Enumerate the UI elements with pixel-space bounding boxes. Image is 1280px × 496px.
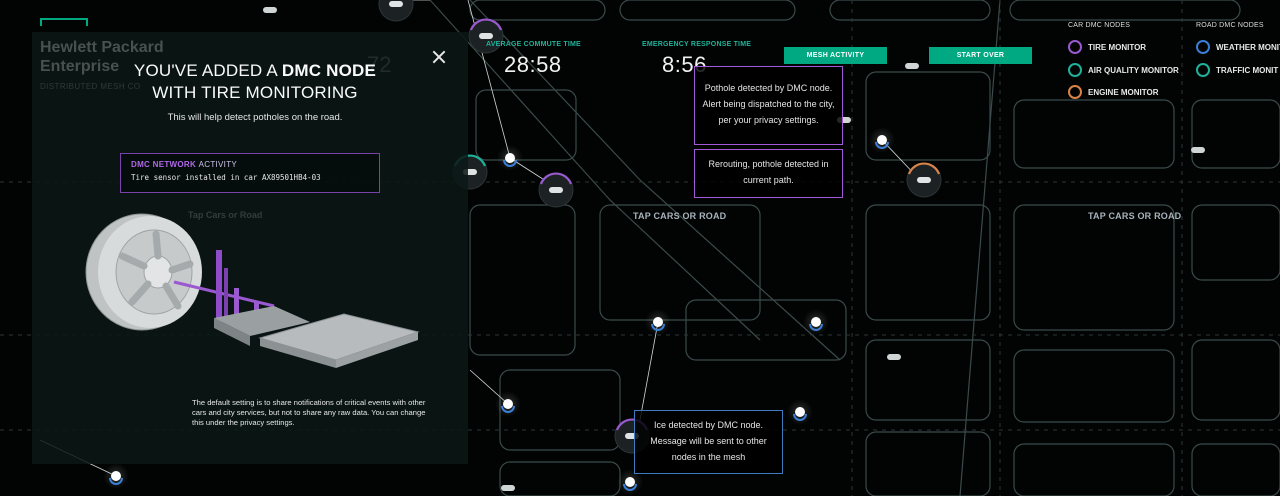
node-ring [623, 483, 637, 491]
legend-traffic-monitor[interactable]: Traffic Monit [1196, 63, 1278, 77]
ghost-metric: 72 [367, 52, 392, 77]
legend-weather-monitor[interactable]: Weather Monit [1196, 40, 1280, 54]
dmc-nodes [103, 127, 895, 495]
city-block [865, 204, 991, 321]
car-node-ring [907, 162, 941, 175]
node-ring [875, 141, 889, 149]
city-block [865, 431, 991, 496]
modal-title: You've added a DMC Node with tire monito… [133, 61, 377, 102]
car-node-halo [378, 0, 414, 22]
city-block [1013, 443, 1175, 496]
mesh-link [639, 321, 659, 421]
city-block [829, 0, 991, 21]
node-ring [793, 413, 807, 421]
activity-message: Tire sensor installed in car AX89501HB4-… [131, 173, 321, 182]
curved-road-edge [959, 0, 1001, 496]
road-node-dot [625, 477, 635, 487]
reroute-alert: Rerouting, pothole detected in current p… [694, 149, 843, 198]
emergency-time-label: Emergency Response Time [642, 41, 752, 48]
city-block [865, 71, 991, 161]
road-node-dot [653, 317, 663, 327]
tire-ring-icon [1068, 40, 1082, 54]
diagonal-road-edge [469, 0, 841, 361]
ghost-tap-label: Tap Cars or Road [188, 210, 263, 220]
brand-subtitle: Distributed Mesh Co [40, 82, 141, 91]
activity-heading: DMC Network Activity [131, 160, 238, 169]
road-node-dot [877, 135, 887, 145]
city-block [499, 461, 621, 496]
pothole-alert: Pothole detected by DMC node. Alert bein… [694, 66, 843, 145]
legend-tire-monitor[interactable]: Tire Monitor [1068, 40, 1146, 54]
node-ring [503, 159, 517, 167]
city-block [865, 339, 991, 421]
car-node-ring [469, 18, 503, 31]
car [389, 1, 403, 7]
city-block [1191, 339, 1280, 421]
legend-engine-monitor[interactable]: Engine Monitor [1068, 85, 1159, 99]
road-node-dot [503, 399, 513, 409]
city-block [1191, 99, 1280, 169]
city-block [619, 0, 796, 21]
city-block [1191, 204, 1280, 281]
weather-ring-icon [1196, 40, 1210, 54]
node-ring [109, 477, 123, 485]
modal-subtitle: This will help detect potholes on the ro… [167, 112, 343, 123]
commute-time-value: 28:58 [504, 52, 562, 77]
car-node-ring [539, 172, 573, 185]
hpe-logo-bar [40, 18, 88, 26]
road-node-dot [795, 407, 805, 417]
car [905, 63, 919, 69]
tap-hint-label: Tap Cars or Road [633, 211, 727, 221]
traffic-ring-icon [1196, 63, 1210, 77]
node-ring [809, 323, 823, 331]
city-block [469, 0, 606, 21]
ice-alert: Ice detected by DMC node. Message will b… [634, 410, 783, 474]
commute-time-label: Average Commute Time [486, 41, 581, 48]
city-block [475, 89, 577, 161]
city-block [1013, 99, 1175, 169]
road-node-dot [111, 471, 121, 481]
node-ring [651, 323, 665, 331]
road-node-dot [811, 317, 821, 327]
road-nodes-heading: Road DMC Nodes [1196, 22, 1264, 29]
tire-sensor-illustration [85, 213, 420, 368]
road-node-dot [505, 153, 515, 163]
city-block [1013, 204, 1175, 331]
legend-air-quality-monitor[interactable]: Air Quality Monitor [1068, 63, 1179, 77]
city-block [1009, 0, 1241, 21]
close-icon[interactable] [430, 48, 448, 66]
car [501, 485, 515, 491]
car [887, 354, 901, 360]
network-activity-box: DMC Network Activity Tire sensor install… [120, 153, 380, 193]
city-block [599, 204, 761, 321]
node-ring [501, 405, 515, 413]
city-block [685, 299, 847, 361]
engine-ring-icon [1068, 85, 1082, 99]
start-over-button[interactable]: Start Over [929, 47, 1032, 64]
city-block [1013, 349, 1175, 423]
car [917, 177, 931, 183]
modal-body-text: The default setting is to share notifica… [192, 398, 426, 427]
city-block [1191, 443, 1280, 496]
car-nodes-heading: Car DMC Nodes [1068, 22, 1131, 29]
car [479, 33, 493, 39]
tap-hint-label: Tap Cars or Road [1088, 211, 1182, 221]
city-blocks [429, 0, 1280, 496]
car [263, 7, 277, 13]
diagonal-road-edge [429, 0, 761, 341]
city-block [469, 204, 576, 356]
mesh-activity-button[interactable]: Mesh Activity [784, 47, 887, 64]
car [549, 187, 563, 193]
air-quality-ring-icon [1068, 63, 1082, 77]
car [1191, 147, 1205, 153]
